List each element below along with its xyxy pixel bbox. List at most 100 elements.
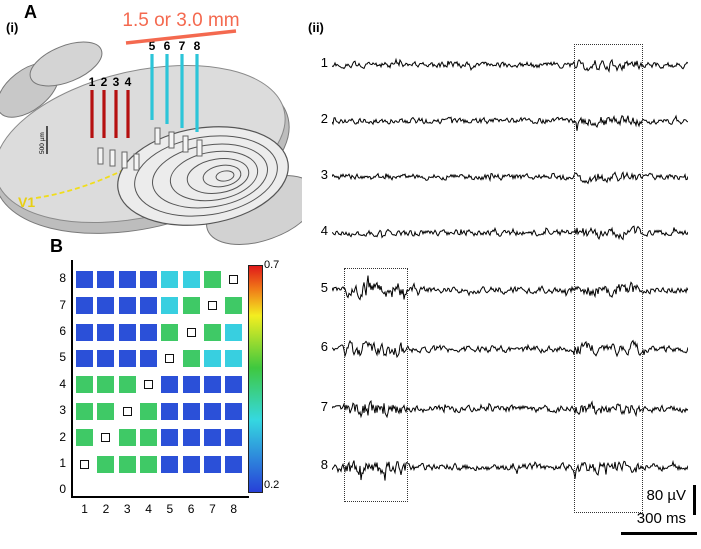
matrix-cell	[182, 455, 200, 473]
cyan-electrode-group: 5 6 7 8	[149, 39, 201, 132]
matrix-diagonal-cell	[207, 301, 217, 311]
voltage-scale-bar	[693, 485, 696, 515]
trace-label: 2	[320, 111, 328, 126]
lfp-trace	[332, 57, 688, 74]
matrix-cell	[225, 455, 243, 473]
lfp-trace	[332, 114, 688, 131]
matrix-cell	[225, 323, 243, 341]
matrix-cell	[76, 323, 94, 341]
y-tick-label: 0	[59, 482, 66, 497]
x-tick-label: 3	[123, 502, 131, 516]
y-axis-line	[71, 260, 73, 497]
matrix-cell	[76, 270, 94, 288]
lfp-trace	[332, 339, 688, 359]
matrix-cell	[140, 323, 158, 341]
matrix-diagonal-cell	[186, 327, 196, 337]
trace-label: 1	[320, 55, 328, 70]
matrix-cell	[118, 349, 136, 367]
matrix-cell	[97, 349, 115, 367]
matrix-cell	[161, 455, 179, 473]
matrix-cell	[161, 297, 179, 315]
red-electrode-group: 1 2 3 4	[89, 75, 132, 138]
matrix-diagonal-cell	[165, 353, 175, 363]
cyan-electrode-number: 5	[149, 39, 156, 53]
matrix-cell	[97, 455, 115, 473]
y-tick-label: 8	[59, 271, 66, 286]
matrix-cell	[76, 376, 94, 394]
matrix-cell	[140, 455, 158, 473]
brain-stub-right	[29, 41, 103, 87]
matrix-cell	[118, 323, 136, 341]
y-tick-label: 6	[59, 324, 66, 338]
red-electrode-number: 4	[125, 75, 132, 89]
matrix-cell	[76, 297, 94, 315]
matrix-cell	[203, 455, 221, 473]
matrix-cell	[203, 376, 221, 394]
y-tick-label: 1	[59, 456, 66, 470]
subsurface-electrode-markers	[97, 127, 203, 171]
brain-schematic: V1 1 2	[0, 10, 302, 245]
colorbar-min-label: 0.2	[264, 479, 280, 491]
trace-label: 5	[320, 280, 328, 295]
matrix-cell	[76, 402, 94, 420]
matrix-cell	[140, 270, 158, 288]
y-tick-label: 2	[59, 429, 66, 444]
matrix-cell	[225, 429, 243, 447]
cyan-electrode-number: 8	[194, 39, 201, 53]
matrix-cell	[225, 376, 243, 394]
matrix-cell	[97, 323, 115, 341]
red-electrode-number: 2	[101, 75, 108, 89]
y-tick-label: 5	[59, 350, 66, 365]
matrix-cell	[182, 376, 200, 394]
cyan-electrode-number: 6	[164, 39, 171, 53]
matrix-cell	[140, 349, 158, 367]
matrix-cell	[97, 402, 115, 420]
matrix-cell	[161, 376, 179, 394]
x-tick-label: 2	[102, 502, 110, 516]
x-tick-label: 8	[230, 502, 238, 516]
x-tick-label: 4	[145, 502, 152, 516]
lfp-trace	[332, 275, 688, 301]
matrix-cell	[203, 270, 221, 288]
distance-label: 1.5 or 3.0 mm	[122, 10, 239, 31]
matrix-cell	[118, 455, 136, 473]
x-tick-label: 7	[209, 502, 216, 516]
time-scale-label: 300 ms	[636, 510, 686, 527]
red-electrode-number: 3	[113, 75, 120, 89]
trace-label: 8	[320, 457, 328, 472]
depth-scale-label: 500 µm	[39, 132, 46, 154]
cyan-electrode-number: 7	[179, 39, 186, 53]
lfp-trace	[332, 400, 688, 419]
v1-label: V1	[18, 194, 35, 210]
analysis-window-box-left	[344, 268, 408, 502]
matrix-cell	[182, 402, 200, 420]
lfp-trace	[332, 171, 688, 185]
matrix-diagonal-cell	[229, 274, 239, 284]
matrix-diagonal-cell	[80, 459, 90, 469]
matrix-cell	[76, 349, 94, 367]
trace-label: 7	[320, 399, 328, 414]
y-tick-label: 4	[59, 376, 66, 391]
lfp-trace	[332, 459, 688, 481]
matrix-cell	[182, 429, 200, 447]
matrix-cell	[203, 349, 221, 367]
x-axis-line	[71, 496, 249, 498]
matrix-cell	[118, 270, 136, 288]
trace-label: 6	[320, 339, 328, 354]
trace-label: 3	[320, 167, 328, 182]
panel-a-label: A	[24, 2, 37, 22]
matrix-cell	[118, 297, 136, 315]
matrix-diagonal-cell	[101, 433, 111, 443]
matrix-cell	[97, 297, 115, 315]
panel-b-label: B	[50, 236, 63, 256]
colorbar-max-label: 0.7	[264, 259, 280, 271]
matrix-cell	[140, 402, 158, 420]
matrix-cell	[161, 402, 179, 420]
matrix-cell	[161, 323, 179, 341]
matrix-cell	[161, 270, 179, 288]
y-tick-label: 7	[59, 297, 66, 312]
matrix-cell	[140, 297, 158, 315]
matrix-cell	[182, 297, 200, 315]
